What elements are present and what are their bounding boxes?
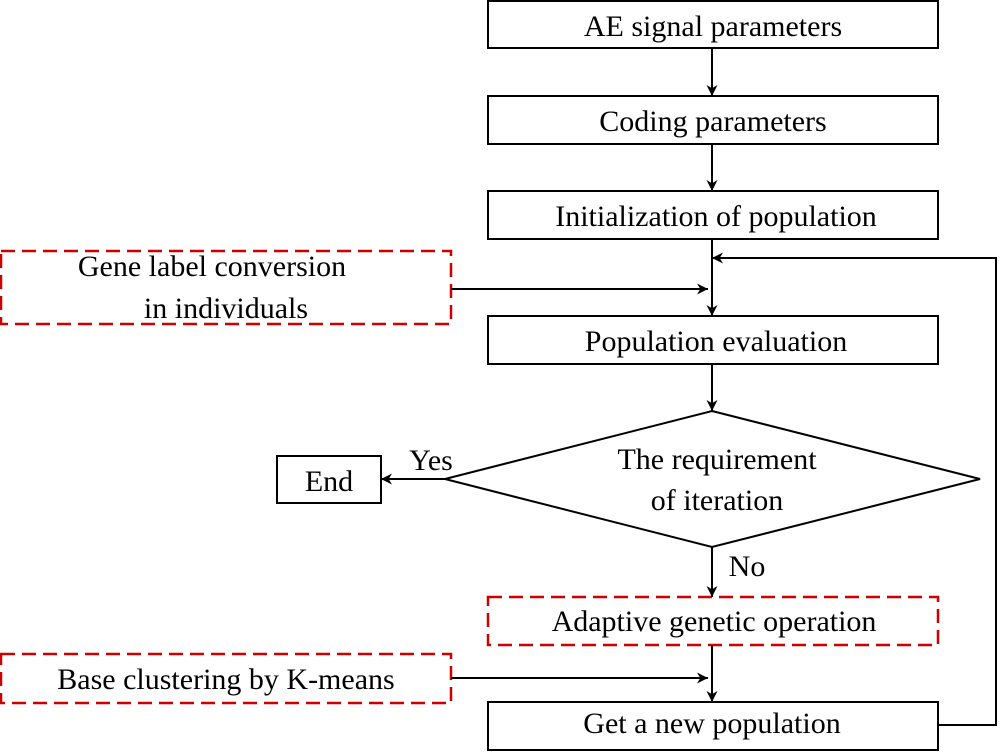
init-population-node: Initialization of population [487, 190, 939, 240]
new-population-node: Get a new population [487, 701, 939, 751]
end-node: End [276, 455, 382, 504]
adaptive-genetic-node: Adaptive genetic operation [486, 595, 940, 647]
ae-signal-label: AE signal parameters [584, 10, 842, 43]
base-clustering-node: Base clustering by K-means [0, 652, 453, 705]
coding-node: Coding parameters [487, 95, 939, 145]
base-clustering-label: Base clustering by K-means [57, 663, 394, 696]
ae-signal-node: AE signal parameters [487, 0, 939, 49]
decision-label-line1: The requirement [617, 443, 817, 476]
adaptive-genetic-label: Adaptive genetic operation [552, 605, 877, 638]
no-label: No [729, 550, 766, 583]
yes-label: Yes [409, 444, 453, 477]
new-population-label: Get a new population [583, 707, 840, 740]
population-eval-node: Population evaluation [487, 315, 939, 365]
gene-label-node: Gene label conversion in individuals [0, 249, 453, 326]
gene-label-line1: Gene label conversion [78, 250, 346, 283]
decision-label-line2: of iteration [651, 484, 783, 517]
feedback-loop-arrow [712, 252, 997, 726]
gene-label-line2: in individuals [144, 292, 308, 325]
init-population-label: Initialization of population [555, 200, 877, 233]
population-eval-label: Population evaluation [585, 325, 847, 358]
coding-label: Coding parameters [599, 105, 826, 138]
decision-node: The requirement of iteration [444, 409, 981, 549]
end-label: End [305, 465, 353, 498]
